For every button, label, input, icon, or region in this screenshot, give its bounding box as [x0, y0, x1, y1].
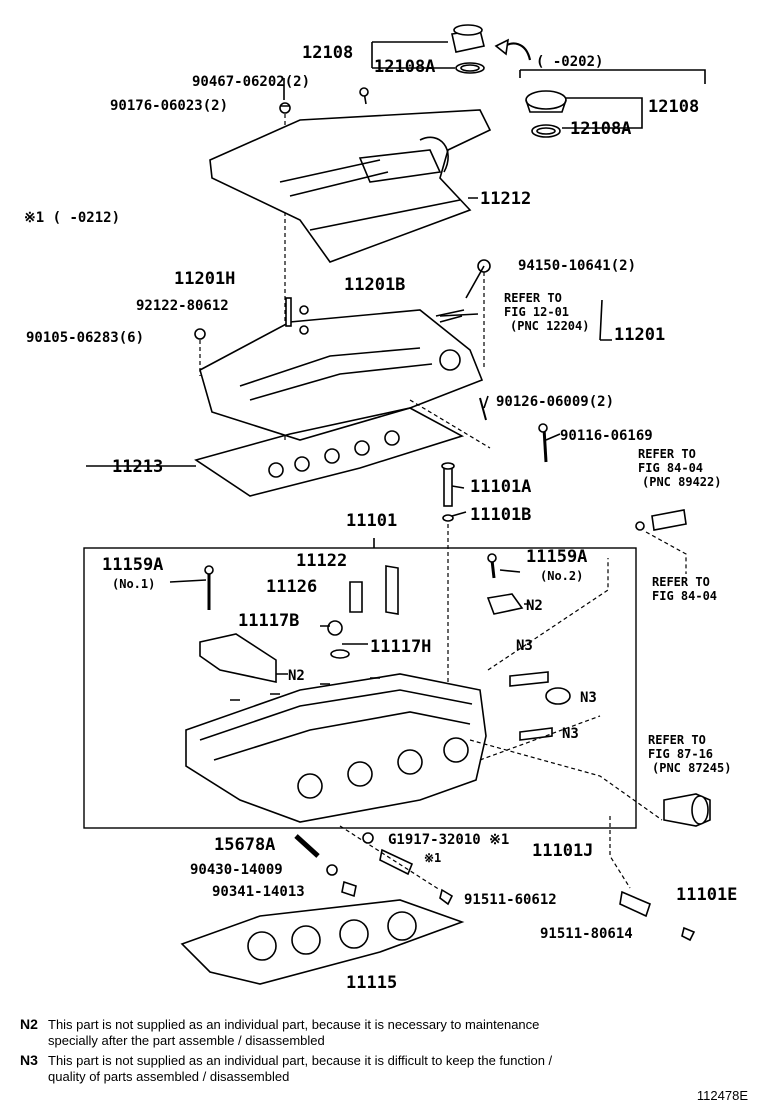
- label-11213: 11213: [112, 457, 163, 477]
- head-gasket: [180, 899, 465, 985]
- label-refer-8716-line1: REFER TO: [648, 733, 706, 747]
- label-n3-middle: N3: [580, 690, 597, 706]
- label-refer-8716-line3: (PNC 87245): [652, 761, 731, 775]
- oil-filler-cap-right: [525, 90, 567, 138]
- label-n3-bottom: N3: [562, 726, 579, 742]
- label-90176: 90176-06023(2): [110, 98, 228, 114]
- label-11159a-right: 11159A: [526, 547, 587, 567]
- label-92122: 92122-80612: [136, 298, 229, 314]
- label-91511-60612: 91511-60612: [464, 892, 557, 908]
- label-n3-top: N3: [516, 638, 533, 654]
- footnote-n2-key: N2: [20, 1016, 38, 1032]
- label-star1: ※1: [424, 851, 441, 865]
- label-refer-8404a-line1: REFER TO: [638, 447, 696, 461]
- label-11115: 11115: [346, 973, 397, 993]
- label-12108-top: 12108: [302, 43, 353, 63]
- footnote-n3-key: N3: [20, 1052, 38, 1068]
- footnote-n2: N2 This part is not supplied as an indivi…: [20, 1016, 539, 1049]
- label-90105: 90105-06283(6): [26, 330, 144, 346]
- label-11201h: 11201H: [174, 269, 235, 289]
- footnote-n3-line1: This part is not supplied as an individu…: [48, 1053, 553, 1068]
- label-no2: (No.2): [540, 569, 583, 583]
- label-11101a: 11101A: [470, 477, 531, 497]
- label-range-0202: ( -0202): [536, 54, 603, 70]
- label-90116: 90116-06169: [560, 428, 653, 444]
- label-12108-right: 12108: [648, 97, 699, 117]
- label-90467: 90467-06202(2): [192, 74, 310, 90]
- label-refer-8404a-line3: (PNC 89422): [642, 475, 721, 489]
- label-90126: 90126-06009(2): [496, 394, 614, 410]
- cylinder-head: [185, 673, 487, 823]
- label-90341: 90341-14013: [212, 884, 305, 900]
- label-12108a-top: 12108A: [374, 57, 435, 77]
- label-11201b: 11201B: [344, 275, 405, 295]
- cylinder-head-group-box: [83, 547, 637, 829]
- label-11122: 11122: [296, 551, 347, 571]
- label-90430: 90430-14009: [190, 862, 283, 878]
- footnote-n2-line2: specially after the part assemble / disa…: [48, 1033, 325, 1048]
- label-11212: 11212: [480, 189, 531, 209]
- label-refer-8404b-line2: FIG 84-04: [652, 589, 717, 603]
- label-refer-1201-line3: (PNC 12204): [510, 319, 589, 333]
- label-12108a-right: 12108A: [570, 119, 631, 139]
- label-11101e: 11101E: [676, 885, 737, 905]
- figure-id: 112478E: [696, 1088, 748, 1103]
- label-11117h: 11117H: [370, 637, 431, 657]
- footnote-n3-line2: quality of parts assembled / disassemble…: [48, 1069, 290, 1084]
- head-cover-gasket: [194, 407, 465, 497]
- label-refer-8404a-line2: FIG 84-04: [638, 461, 703, 475]
- label-91511-80614: 91511-80614: [540, 926, 633, 942]
- engine-cover: [209, 109, 492, 263]
- label-11101b: 11101B: [470, 505, 531, 525]
- footnote-n3: N3 This part is not supplied as an indivi…: [20, 1052, 552, 1085]
- label-g1917: G1917-32010 ※1: [388, 832, 509, 848]
- head-bolt: [441, 462, 455, 522]
- label-11117b: 11117B: [238, 611, 299, 631]
- cylinder-head-cover: [194, 259, 491, 441]
- label-11126: 11126: [266, 577, 317, 597]
- footnote-n2-line1: This part is not supplied as an individu…: [48, 1017, 540, 1032]
- label-note1-range: ※1 ( -0212): [24, 210, 120, 226]
- label-refer-8404b-line1: REFER TO: [652, 575, 710, 589]
- label-refer-1201-line1: REFER TO: [504, 291, 562, 305]
- label-n2-left: N2: [288, 668, 305, 684]
- label-n2-right: N2: [526, 598, 543, 614]
- label-refer-1201-line2: FIG 12-01: [504, 305, 569, 319]
- label-11159a-left: 11159A: [102, 555, 163, 575]
- label-11101: 11101: [346, 511, 397, 531]
- label-15678a: 15678A: [214, 835, 275, 855]
- label-94150: 94150-10641(2): [518, 258, 636, 274]
- label-11101j: 11101J: [532, 841, 593, 861]
- label-no1: (No.1): [112, 577, 155, 591]
- label-11201: 11201: [614, 325, 665, 345]
- oil-filler-cap-top: [451, 24, 485, 74]
- label-refer-8716-line2: FIG 87-16: [648, 747, 713, 761]
